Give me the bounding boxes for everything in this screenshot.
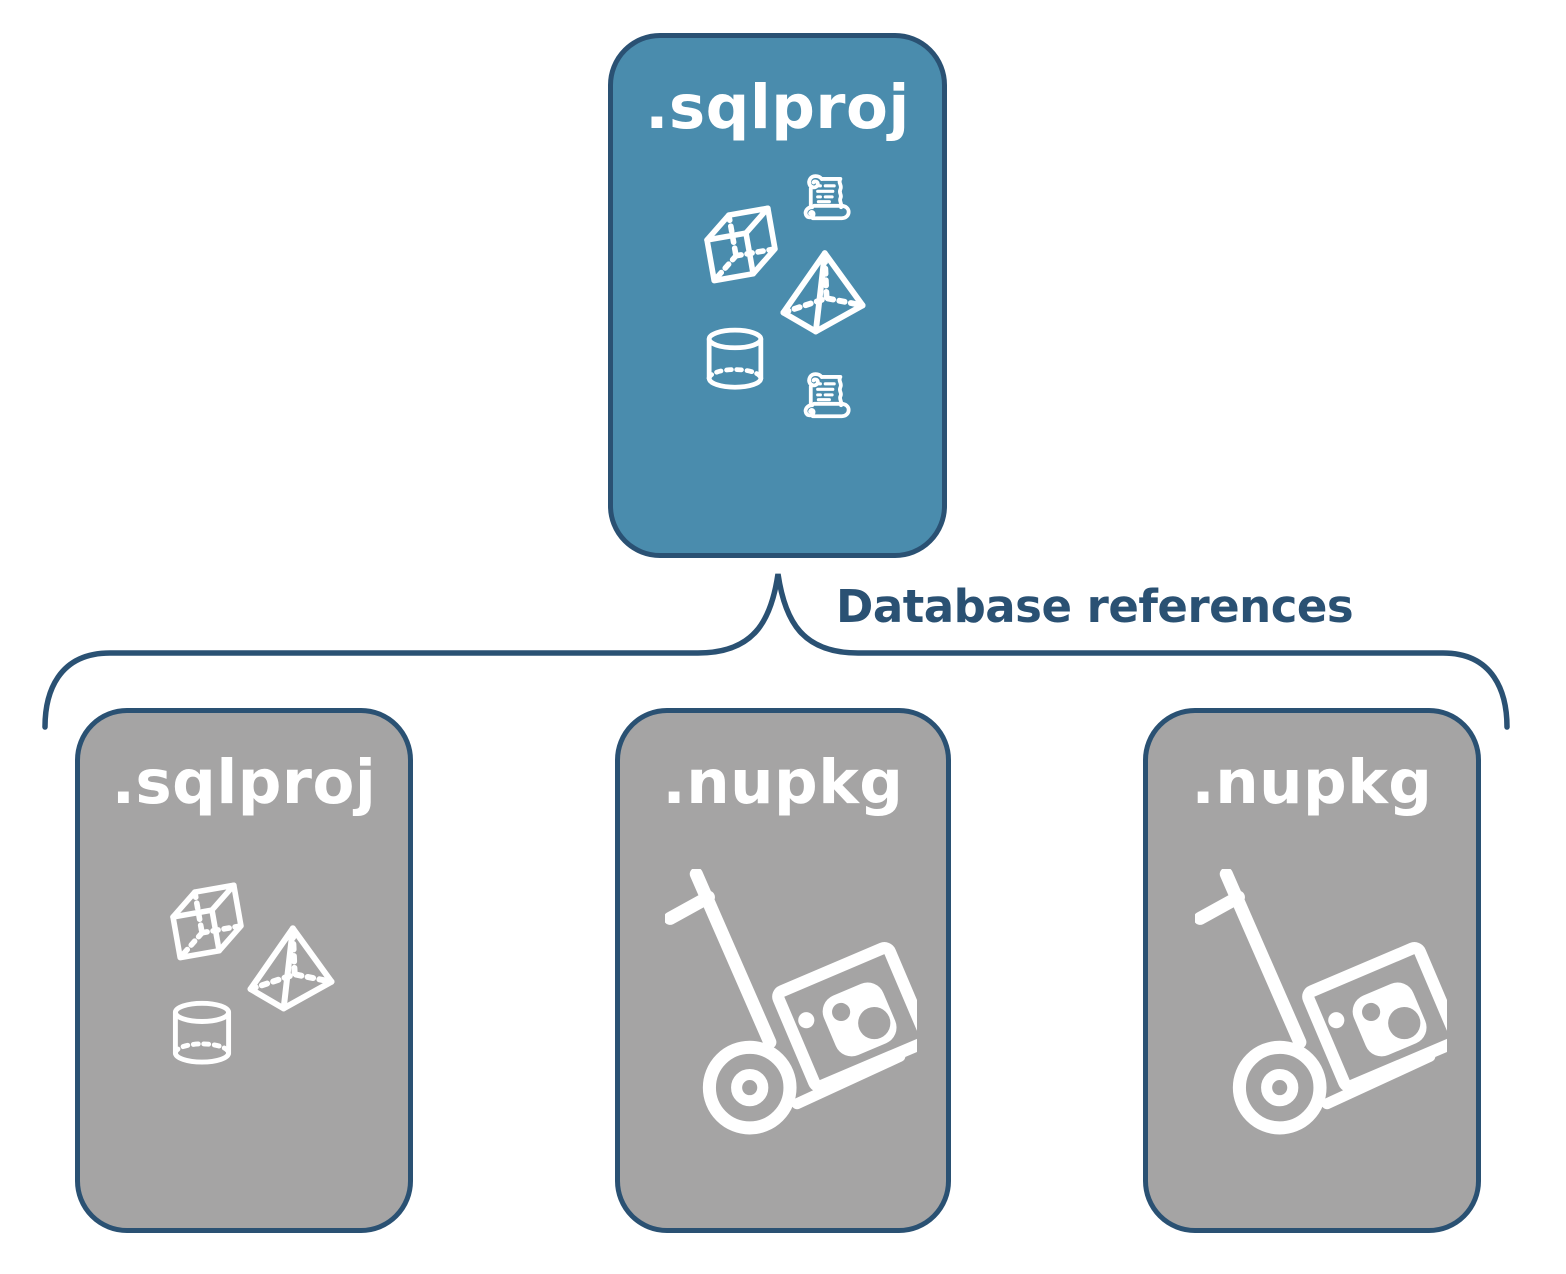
- database-cylinder-icon: [167, 991, 237, 1073]
- database-cylinder-icon: [701, 318, 769, 398]
- package-dolly-icon: [1195, 869, 1447, 1141]
- node-child-sqlproj: .sqlproj: [75, 708, 413, 1233]
- node-child-nupkg-2: .nupkg: [1143, 708, 1481, 1233]
- pyramid-icon: [241, 921, 341, 1013]
- cube-icon: [163, 875, 251, 961]
- node-child-nupkg-1: .nupkg: [615, 708, 951, 1233]
- node-title: .nupkg: [1191, 747, 1433, 818]
- package-dolly-icon: [665, 869, 917, 1141]
- node-title: .nupkg: [662, 747, 904, 818]
- node-title: .sqlproj: [645, 72, 910, 143]
- node-title: .sqlproj: [111, 747, 377, 818]
- script-scroll-icon: [797, 368, 859, 430]
- node-root-sqlproj: .sqlproj: [608, 33, 947, 558]
- script-scroll-icon: [797, 170, 859, 232]
- pyramid-icon: [771, 246, 875, 336]
- connector-label: Database references: [836, 580, 1354, 633]
